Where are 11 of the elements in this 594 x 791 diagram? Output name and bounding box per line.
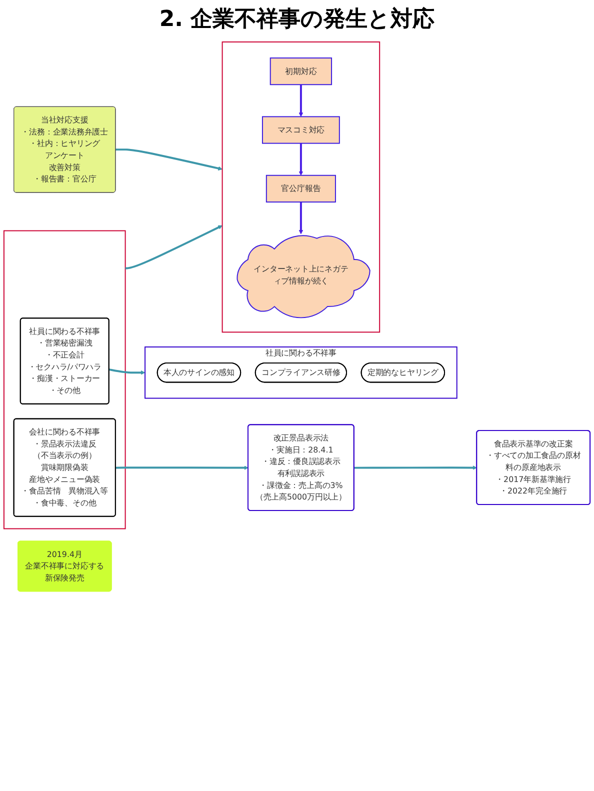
arrow bbox=[108, 368, 146, 375]
arrow bbox=[354, 466, 478, 470]
arrow bbox=[298, 84, 304, 117]
arrow bbox=[115, 148, 222, 171]
arrow bbox=[116, 466, 248, 470]
arrow bbox=[298, 143, 304, 176]
title: 2. 企業不祥事の発生と対応 bbox=[158, 6, 436, 34]
arrow bbox=[125, 225, 222, 270]
cluster bbox=[222, 41, 380, 333]
arrow bbox=[298, 202, 304, 234]
cluster bbox=[3, 230, 126, 530]
